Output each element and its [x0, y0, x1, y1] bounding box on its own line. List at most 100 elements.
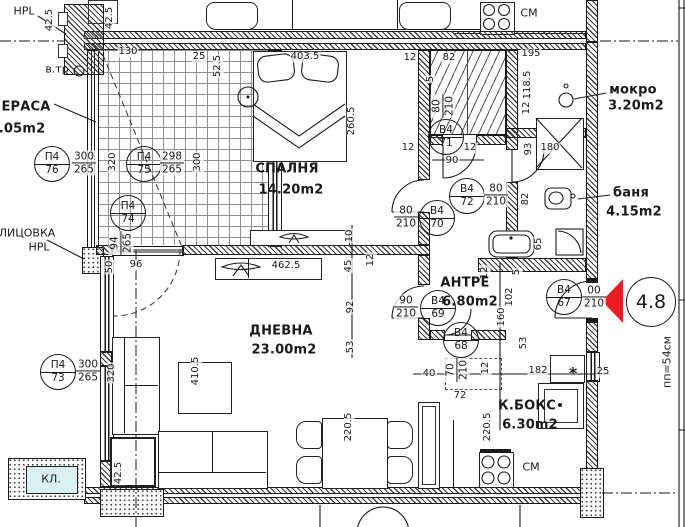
- column-bottomleft: [100, 489, 164, 517]
- room-label-5: мокро: [609, 82, 657, 98]
- marker-number: 74: [121, 212, 135, 225]
- room-label-6: ЕРАСА: [1, 99, 51, 115]
- dim-label: 82: [441, 51, 457, 64]
- marker-symbol: П4: [127, 147, 161, 165]
- dim-label: 118.5: [521, 69, 534, 101]
- size-width: 70: [444, 357, 458, 383]
- dim-label: 462.5: [270, 259, 302, 272]
- dim-label: 12: [400, 141, 416, 154]
- dim-label: 102: [503, 286, 516, 308]
- room-area-5: 3.20m2: [608, 98, 664, 114]
- marker-symbol: В4: [444, 323, 478, 341]
- dim-label: 180: [539, 141, 561, 154]
- neighbor-line: [397, 0, 398, 29]
- dim-label: 5: [424, 74, 437, 84]
- size-width: 80: [393, 204, 419, 218]
- dim-label: 82: [519, 191, 532, 207]
- room-area-3: 6.30m2: [502, 417, 558, 433]
- marker-number: 73: [51, 371, 65, 384]
- size-height: 210: [583, 297, 605, 310]
- room-area-2: 6.80m2: [442, 294, 498, 310]
- dim-label: 42.5: [112, 460, 125, 486]
- size-width: 00: [581, 284, 607, 298]
- dim-label: 12: [520, 100, 533, 116]
- marker-symbol: В4: [421, 291, 455, 309]
- size-height: 210: [485, 195, 507, 208]
- dim-label: 220.5: [481, 411, 494, 443]
- dim-label: 93: [522, 141, 535, 157]
- marker-symbol: В4: [429, 120, 463, 138]
- size-width: 90: [393, 294, 419, 308]
- dim-label: 25: [595, 365, 611, 378]
- dim-label: 42.5: [43, 7, 56, 33]
- dim-label: 320: [106, 151, 119, 173]
- dim-label: 12: [402, 51, 418, 64]
- marker-symbol: П4: [41, 355, 75, 373]
- vtr-label: в.тр: [45, 62, 69, 76]
- marker-number: 75: [137, 163, 151, 176]
- size-height: 265: [161, 163, 183, 176]
- size-height: 210: [395, 307, 417, 320]
- size-height: 265: [77, 371, 99, 384]
- ac-label: КЛ.: [41, 472, 61, 486]
- dim-label: 53: [344, 339, 357, 355]
- neighbor-line: [292, 0, 293, 29]
- marker-number: 69: [431, 307, 445, 320]
- size-width: 80: [483, 182, 509, 196]
- room-label-2: АНТРЕ: [440, 275, 490, 291]
- room-area-1: 23.00m2: [251, 342, 317, 358]
- marker-number: 67: [557, 296, 571, 309]
- dim-label: 260.5: [345, 105, 358, 137]
- marker-symbol: П4: [111, 196, 145, 214]
- dim-label: 65: [532, 236, 545, 252]
- size-width: 298: [159, 150, 185, 164]
- size-height: 265: [73, 163, 95, 176]
- marker-number: 72: [460, 195, 474, 208]
- room-label-1: ДНЕВНА: [249, 323, 313, 339]
- room-area-0: 14.20m2: [258, 182, 324, 198]
- oblicovka-label: ЛИЦОВКА: [0, 226, 56, 240]
- dim-label: 12: [479, 360, 492, 376]
- size-height: 210: [395, 217, 417, 230]
- marker-symbol: П4: [35, 147, 69, 165]
- hpl-top-label: HPL: [13, 4, 35, 18]
- hpl-left-label: HPL: [28, 240, 50, 254]
- room-area-4: 4.15m2: [606, 204, 662, 220]
- dim-label: 182: [527, 364, 549, 377]
- sm-top-label: СМ: [520, 6, 538, 20]
- dim-label: 10: [343, 228, 356, 244]
- size-width: 80: [430, 93, 444, 119]
- dim-label: 96: [128, 258, 144, 271]
- dim-label: 320: [105, 362, 118, 384]
- dim-label: 12: [462, 141, 478, 154]
- size-width: 300: [71, 150, 97, 164]
- size-height: 265: [121, 232, 134, 254]
- apartment-number-circle: 4.8: [626, 277, 676, 327]
- marker-number: 76: [45, 163, 59, 176]
- dim-label: 90: [444, 154, 460, 167]
- dim-label: 50: [103, 259, 116, 275]
- marker-number: 71: [439, 136, 453, 149]
- dim-label: 52.5: [211, 53, 224, 79]
- dim-label: 160: [495, 306, 508, 328]
- dim-label: 403.5: [289, 50, 321, 63]
- dim-label: 45: [342, 258, 355, 274]
- dim-label: 92: [344, 299, 357, 315]
- dim-label: 5: [510, 267, 523, 277]
